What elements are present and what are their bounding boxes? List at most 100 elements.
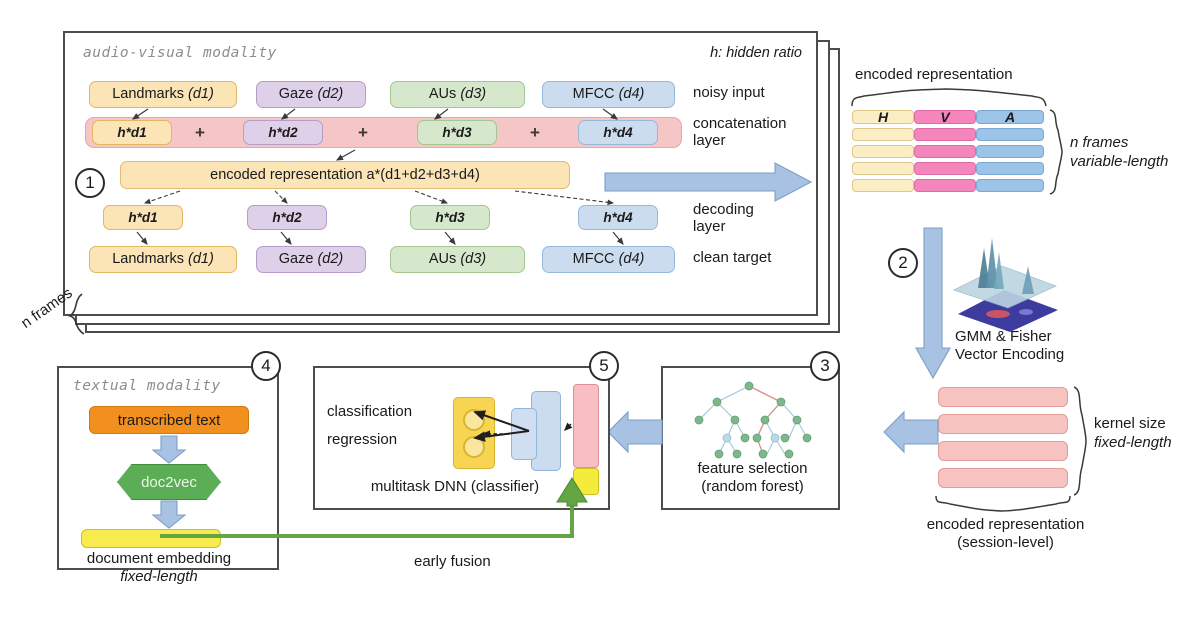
target-chip-landmarks[interactable]: Landmarks (d1) [89, 246, 237, 273]
frame-row-4-segment-V [914, 179, 976, 192]
frame-row-2-segment-H [852, 145, 914, 158]
transcribed-text-chip[interactable]: transcribed text [89, 406, 249, 434]
input-chip-gaze[interactable]: Gaze (d2) [256, 81, 366, 108]
hidden-unit-h-d4[interactable]: h*d4 [578, 120, 658, 145]
frame-row-3-segment-V [914, 162, 976, 175]
kernel-bottom-label-l2: (session-level) [957, 534, 1054, 551]
document-embedding-label: document embedding fixed-length [59, 550, 259, 586]
hidden-unit-h-d2[interactable]: h*d2 [243, 120, 323, 145]
early-fusion-line-vertical [570, 500, 574, 538]
feature-selection-label-l2: (random forest) [701, 478, 804, 495]
hidden-unit-h-d1[interactable]: h*d1 [92, 120, 172, 145]
encoded-frames-group: H V A [852, 109, 1048, 196]
decoder-unit-h-d1[interactable]: h*d1 [103, 205, 183, 230]
transcribed-text-label: transcribed text [117, 411, 221, 429]
arrow-text-to-doc2vec [151, 435, 187, 464]
plus-sign-1: + [195, 123, 205, 142]
panel1-modality-label: audio-visual modality [83, 45, 277, 61]
input-chip-landmarks[interactable]: Landmarks (d1) [89, 81, 237, 108]
target-chip-gaze-label: Gaze (d2) [278, 251, 344, 268]
document-embedding-bar [81, 529, 221, 548]
label-concatenation-layer-l2: layer [693, 132, 726, 150]
hidden-unit-h-d2-label: h*d2 [268, 124, 298, 140]
doc2vec-label: doc2vec [141, 473, 197, 491]
frame-row-3-segment-A [976, 162, 1044, 175]
frame-row-3-segment-H [852, 162, 914, 175]
decoder-unit-h-d2-label: h*d2 [272, 209, 302, 225]
frame-row-1-segment-A [976, 128, 1044, 141]
feature-selection-label: feature selection (random forest) [663, 460, 842, 496]
panel-textual-modality: textual modality transcribed text doc2ve… [57, 366, 279, 585]
arrow-gmm-down [915, 227, 951, 380]
doc2vec-node[interactable]: doc2vec [117, 464, 221, 500]
target-chip-aus-label: AUs (d3) [428, 251, 487, 268]
kernel-side-label: kernel size fixed-length [1094, 415, 1172, 453]
encoded-representation-bar-label: encoded representation a*(d1+d2+d3+d4) [210, 166, 480, 183]
panel-multitask-dnn: classification regression multitask DNN … [313, 366, 610, 510]
dnn-output-layer [453, 397, 495, 469]
kernel-bottom-brace [935, 495, 1071, 512]
encoded-frames-side-label-l1: n frames [1070, 134, 1129, 151]
frame-row-4-segment-H [852, 179, 914, 192]
step-number-3: 3 [810, 351, 840, 381]
step-number-5-label: 5 [599, 356, 609, 375]
target-chip-landmarks-label: Landmarks (d1) [112, 251, 214, 268]
early-fusion-line-horizontal [160, 534, 574, 538]
dnn-caption: multitask DNN (classifier) [370, 478, 540, 495]
step-number-4: 4 [251, 351, 281, 381]
arrow-doc2vec-to-embedding [151, 500, 187, 529]
panel-feature-selection: feature selection (random forest) [661, 366, 840, 510]
frame-row-2-segment-A [976, 145, 1044, 158]
kernel-bar-3 [938, 468, 1068, 488]
target-chip-gaze[interactable]: Gaze (d2) [256, 246, 366, 273]
dnn-hidden-layer-2 [511, 408, 537, 460]
plus-sign-3: + [530, 123, 540, 142]
hidden-unit-h-d1-label: h*d1 [117, 124, 147, 140]
encoded-frames-title: encoded representation [855, 66, 1013, 83]
arrow-kernel-to-feature-selection [883, 410, 939, 454]
target-chip-aus[interactable]: AUs (d3) [390, 246, 525, 273]
document-embedding-label-l2: fixed-length [120, 568, 198, 585]
gmm-label-l1: GMM & Fisher [955, 328, 1052, 345]
frame-row-1-segment-V [914, 128, 976, 141]
plus-sign-2: + [358, 123, 368, 142]
segment-label-H: H [877, 109, 889, 125]
kernel-bars-group [938, 387, 1068, 495]
step-number-4-label: 4 [261, 356, 271, 375]
kernel-bar-2 [938, 441, 1068, 461]
hidden-unit-h-d3-label: h*d3 [442, 124, 472, 140]
hidden-unit-h-d4-label: h*d4 [603, 124, 633, 140]
label-concatenation-layer-l1: concatenation [693, 115, 787, 132]
dnn-classification-label: classification [327, 403, 413, 420]
frame-row-0-segment-V: V [914, 109, 976, 125]
hidden-unit-h-d3[interactable]: h*d3 [417, 120, 497, 145]
decoder-unit-h-d3[interactable]: h*d3 [410, 205, 490, 230]
panel-audio-visual-modality: audio-visual modality h: hidden ratio 1 … [63, 31, 818, 316]
encoded-representation-bar[interactable]: encoded representation a*(d1+d2+d3+d4) [120, 161, 570, 189]
gmm-label: GMM & Fisher Vector Encoding [955, 328, 1130, 364]
frame-row-2-segment-V [914, 145, 976, 158]
step-number-1-label: 1 [85, 173, 95, 192]
input-chip-aus-label: AUs (d3) [428, 86, 487, 103]
input-chip-aus[interactable]: AUs (d3) [390, 81, 525, 108]
early-fusion-label: early fusion [414, 553, 491, 570]
kernel-side-brace [1073, 386, 1087, 496]
kernel-bar-0 [938, 387, 1068, 407]
encoded-frames-side-label-l2: variable-length [1070, 152, 1169, 170]
target-chip-mfcc[interactable]: MFCC (d4) [542, 246, 675, 273]
step-number-2: 2 [888, 248, 918, 278]
decoder-unit-h-d2[interactable]: h*d2 [247, 205, 327, 230]
step-number-5: 5 [589, 351, 619, 381]
kernel-bar-1 [938, 414, 1068, 434]
dnn-neuron-classification [463, 409, 485, 431]
kernel-bottom-label-l1: encoded representation [926, 516, 1085, 533]
decoder-unit-h-d3-label: h*d3 [435, 209, 465, 225]
frame-row-0-segment-A: A [976, 109, 1044, 125]
dnn-regression-label: regression [327, 431, 398, 448]
decoder-unit-h-d4-label: h*d4 [603, 209, 633, 225]
input-chip-mfcc[interactable]: MFCC (d4) [542, 81, 675, 108]
random-forest-icon [694, 381, 812, 459]
decoder-unit-h-d4[interactable]: h*d4 [578, 205, 658, 230]
step-number-1: 1 [75, 168, 105, 198]
encoded-frames-top-brace [851, 88, 1047, 107]
